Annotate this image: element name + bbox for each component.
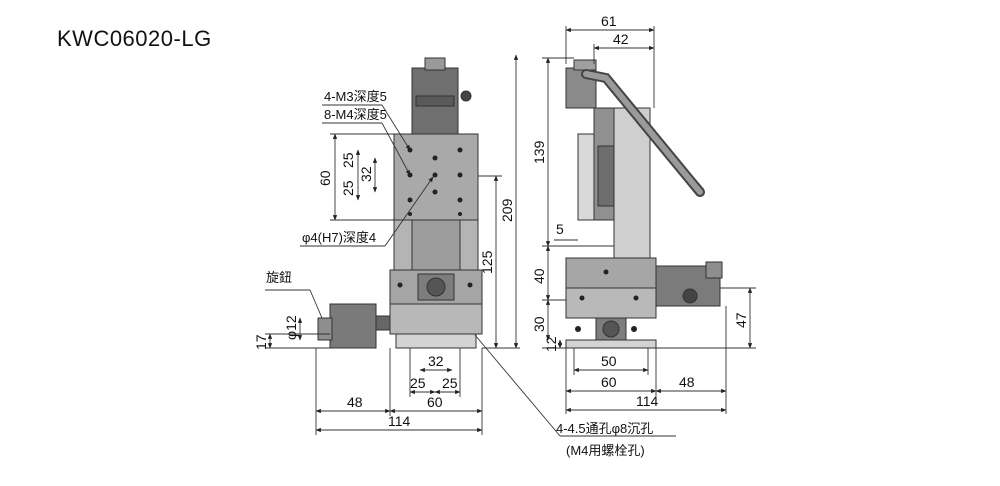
dim-60: 60 (317, 170, 333, 186)
lower-screw (426, 277, 446, 297)
side-motor-cap (573, 59, 597, 71)
hole (575, 326, 581, 332)
hole (603, 269, 609, 275)
motor-cap (424, 57, 446, 71)
dim-30: 30 (531, 316, 547, 332)
hole (397, 282, 403, 288)
hole (432, 189, 438, 195)
side-carriage (577, 133, 595, 221)
hole (633, 295, 639, 301)
note-pin: φ4(H7)深度4 (302, 230, 376, 245)
dim-48-side: 48 (679, 374, 695, 390)
hole (408, 212, 412, 216)
dim-42: 42 (613, 31, 629, 47)
note-bolt-hole: (M4用螺栓孔) (566, 443, 645, 458)
side-holes (575, 269, 639, 332)
dim-61: 61 (601, 13, 617, 29)
side-view (565, 59, 723, 349)
front-dimension-lines (265, 54, 676, 437)
dim-209: 209 (499, 198, 515, 222)
dim-32-bottom: 32 (428, 353, 444, 369)
dim-47: 47 (733, 312, 749, 328)
dim-40: 40 (531, 268, 547, 284)
hole (432, 172, 438, 178)
model-title: KWC06020-LG (57, 26, 212, 51)
dim-17: 17 (253, 334, 269, 350)
note-through-hole: 4-4.5通孔φ8沉孔 (556, 421, 653, 436)
motor-band (415, 95, 455, 107)
note-m3: 4-M3深度5 (324, 89, 387, 104)
hole (631, 326, 637, 332)
side-base (565, 287, 657, 319)
side-cable-inner (583, 71, 703, 195)
dim-60-side: 60 (601, 374, 617, 390)
hole (407, 197, 413, 203)
side-coupling (375, 315, 391, 331)
side-dimension-texts: 61 42 139 5 40 30 12 47 50 60 48 114 (531, 13, 749, 409)
side-lower-stage (565, 257, 657, 289)
hole (458, 212, 462, 216)
side-dimension-lines (542, 26, 756, 414)
hole (432, 155, 438, 161)
hole (467, 282, 473, 288)
dim-125: 125 (479, 250, 495, 274)
base-foot (395, 333, 477, 349)
side-foot (565, 339, 657, 349)
connector-knob (460, 90, 472, 102)
side-motor-right-cap (705, 261, 723, 279)
dim-25-upper: 25 (340, 152, 356, 168)
top-plate-holes (397, 147, 473, 288)
dim-139: 139 (531, 140, 547, 164)
column-rail (411, 219, 461, 271)
hole (579, 295, 585, 301)
hole (457, 172, 463, 178)
dim-60-front: 60 (427, 394, 443, 410)
side-slider-inner (597, 145, 615, 207)
side-motor-knob (682, 288, 698, 304)
dim-114-side: 114 (636, 393, 659, 409)
base (389, 303, 483, 335)
side-base-screw (602, 320, 620, 338)
hole (457, 147, 463, 153)
side-motor (329, 303, 377, 349)
dim-32-vertical: 32 (358, 166, 374, 182)
note-knob: 旋鈕 (266, 270, 292, 285)
dim-48-front: 48 (347, 394, 363, 410)
side-knob (317, 317, 333, 341)
dim-114-front: 114 (388, 413, 411, 429)
dim-50: 50 (601, 353, 617, 369)
dim-25-bottom-left: 25 (410, 375, 426, 391)
dim-25-bottom-right: 25 (442, 375, 458, 391)
hole (457, 197, 463, 203)
dim-12: 12 (543, 336, 559, 352)
note-m4: 8-M4深度5 (324, 107, 387, 122)
dim-25-lower: 25 (340, 180, 356, 196)
front-dimension-texts: 4-M3深度5 8-M4深度5 φ4(H7)深度4 旋鈕 φ12 60 25 2… (253, 89, 653, 458)
dim-5: 5 (556, 221, 564, 237)
dim-knob-dia: φ12 (283, 315, 299, 340)
